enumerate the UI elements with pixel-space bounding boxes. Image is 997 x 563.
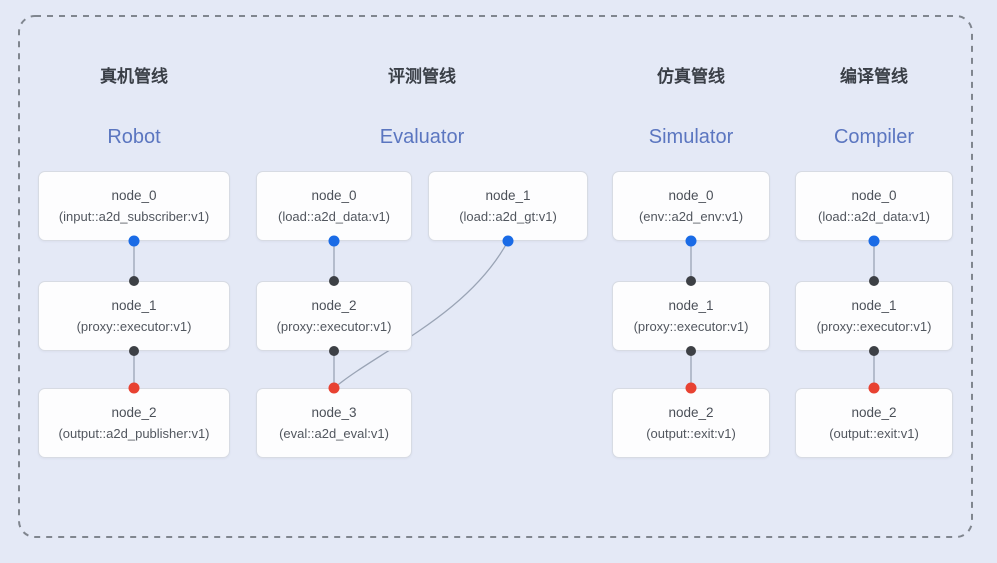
node-spec: (load::a2d_data:v1) — [277, 209, 391, 224]
node-name: node_1 — [485, 188, 531, 203]
node-spec: (proxy::executor:v1) — [633, 319, 749, 334]
simulator-node-2: node_2 (output::exit:v1) — [612, 388, 770, 458]
compiler-node-2: node_2 (output::exit:v1) — [795, 388, 953, 458]
simulator-node-0: node_0 (env::a2d_env:v1) — [612, 171, 770, 241]
evaluator-node-2: node_2 (proxy::executor:v1) — [256, 281, 412, 351]
simulator-node1-output-port-dot — [686, 346, 696, 356]
compiler-node2-input-port-dot — [868, 382, 880, 394]
node-spec: (eval::a2d_eval:v1) — [279, 426, 389, 441]
node-spec: (load::a2d_gt:v1) — [459, 209, 557, 224]
node-spec: (env::a2d_env:v1) — [638, 209, 744, 224]
pipeline-subtitle-compiler: Compiler — [833, 126, 915, 148]
node-spec: (output::a2d_publisher:v1) — [58, 426, 210, 441]
node-name: node_2 — [851, 405, 897, 420]
robot-node-2: node_2 (output::a2d_publisher:v1) — [38, 388, 230, 458]
robot-node-0: node_0 (input::a2d_subscriber:v1) — [38, 171, 230, 241]
node-name: node_2 — [111, 405, 157, 420]
robot-node1-input-port-dot — [129, 276, 139, 286]
evaluator-node0-output-port-dot — [328, 235, 340, 247]
evaluator-node-3: node_3 (eval::a2d_eval:v1) — [256, 388, 412, 458]
simulator-node0-output-port-dot — [685, 235, 697, 247]
node-spec: (load::a2d_data:v1) — [817, 209, 931, 224]
node-name: node_0 — [111, 188, 157, 203]
pipeline-title-simulator: 仿真管线 — [657, 67, 725, 86]
node-name: node_2 — [668, 405, 714, 420]
node-name: node_0 — [311, 188, 357, 203]
node-name: node_0 — [851, 188, 897, 203]
dashed-border-frame — [18, 15, 973, 538]
node-spec: (output::exit:v1) — [646, 426, 736, 441]
robot-node-1: node_1 (proxy::executor:v1) — [38, 281, 230, 351]
simulator-node1-input-port-dot — [686, 276, 696, 286]
node-spec: (proxy::executor:v1) — [276, 319, 392, 334]
pipeline-subtitle-robot: Robot — [107, 126, 161, 148]
pipeline-subtitle-evaluator: Evaluator — [379, 126, 465, 148]
node-spec: (output::exit:v1) — [829, 426, 919, 441]
compiler-node-1: node_1 (proxy::executor:v1) — [795, 281, 953, 351]
compiler-node-0: node_0 (load::a2d_data:v1) — [795, 171, 953, 241]
node-name: node_1 — [668, 298, 714, 313]
evaluator-node3-input-port-dot — [328, 382, 340, 394]
node-name: node_0 — [668, 188, 714, 203]
pipeline-title-evaluator: 评测管线 — [388, 67, 456, 86]
pipeline-title-robot: 真机管线 — [100, 67, 168, 86]
compiler-node0-output-port-dot — [868, 235, 880, 247]
evaluator-node2-input-port-dot — [329, 276, 339, 286]
node-name: node_1 — [111, 298, 157, 313]
robot-node2-input-port-dot — [128, 382, 140, 394]
node-name: node_2 — [311, 298, 357, 313]
node-spec: (proxy::executor:v1) — [76, 319, 192, 334]
pipeline-title-compiler: 编译管线 — [840, 67, 908, 86]
evaluator-node2-output-port-dot — [329, 346, 339, 356]
simulator-node-1: node_1 (proxy::executor:v1) — [612, 281, 770, 351]
compiler-node1-input-port-dot — [869, 276, 879, 286]
evaluator-node-0: node_0 (load::a2d_data:v1) — [256, 171, 412, 241]
node-name: node_1 — [851, 298, 897, 313]
node-spec: (proxy::executor:v1) — [816, 319, 932, 334]
evaluator-node1-output-port-dot — [502, 235, 514, 247]
compiler-node1-output-port-dot — [869, 346, 879, 356]
evaluator-node-1: node_1 (load::a2d_gt:v1) — [428, 171, 588, 241]
pipeline-subtitle-simulator: Simulator — [648, 126, 734, 148]
robot-node0-output-port-dot — [128, 235, 140, 247]
robot-node1-output-port-dot — [129, 346, 139, 356]
node-spec: (input::a2d_subscriber:v1) — [58, 209, 210, 224]
node-name: node_3 — [311, 405, 357, 420]
edge-evaluator-node1-node3 — [333, 240, 509, 389]
simulator-node2-input-port-dot — [685, 382, 697, 394]
